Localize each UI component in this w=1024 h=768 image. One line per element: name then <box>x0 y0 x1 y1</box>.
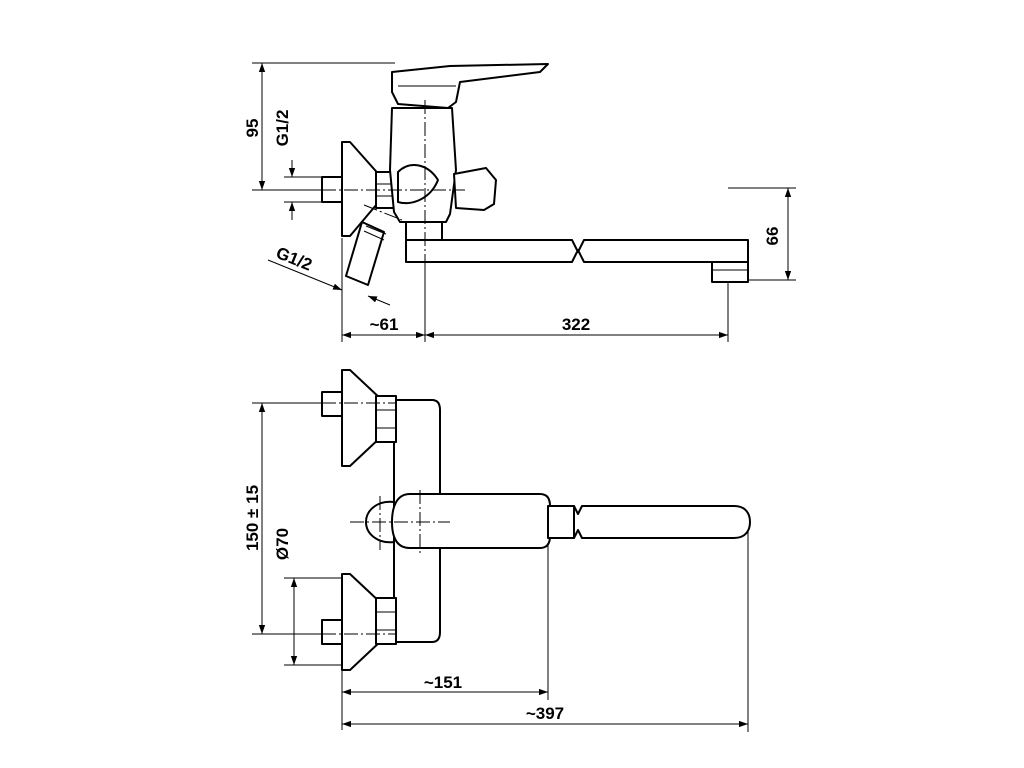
side-view: 95 G1/2 G1/2 66 ~61 322 <box>243 62 796 342</box>
plan-extension-lines <box>252 402 749 732</box>
side-lever-handle <box>391 63 549 109</box>
side-mixer-body <box>389 107 457 223</box>
side-spout-collar <box>405 221 443 241</box>
plan-lever <box>391 493 551 549</box>
plan-view: 150 ± 15 Ø70 ~151 ~397 <box>243 369 751 732</box>
side-spout <box>405 239 749 263</box>
dim-spout-length: 322 <box>562 315 590 334</box>
plan-dimension-lines <box>258 403 748 728</box>
plan-inlet-top <box>321 391 343 417</box>
dim-thread-top: G1/2 <box>273 110 292 147</box>
plan-center-lines <box>300 402 450 635</box>
plan-spout-collar <box>547 505 575 539</box>
dim-outlet-height: 66 <box>763 227 782 246</box>
dim-rosette-diameter: Ø70 <box>273 528 292 560</box>
side-center-lines <box>300 100 465 300</box>
dim-height-95: 95 <box>243 119 262 138</box>
dim-thread-angled: G1/2 <box>273 243 314 274</box>
plan-inlet-bottom <box>321 619 343 645</box>
plan-nut-bottom <box>375 597 397 645</box>
dim-total-projection: ~397 <box>526 704 564 723</box>
side-angled-connector <box>345 221 385 286</box>
side-aerator <box>711 261 749 283</box>
dim-inlet-spacing: 150 ± 15 <box>243 485 262 551</box>
side-diverter-knob <box>453 167 497 211</box>
dim-offset-left: ~61 <box>370 315 399 334</box>
plan-spout <box>573 505 751 539</box>
side-union-cone <box>397 164 439 205</box>
dim-body-projection: ~151 <box>424 673 462 692</box>
side-dimension-lines <box>258 63 792 339</box>
plan-nut-top <box>375 395 397 443</box>
